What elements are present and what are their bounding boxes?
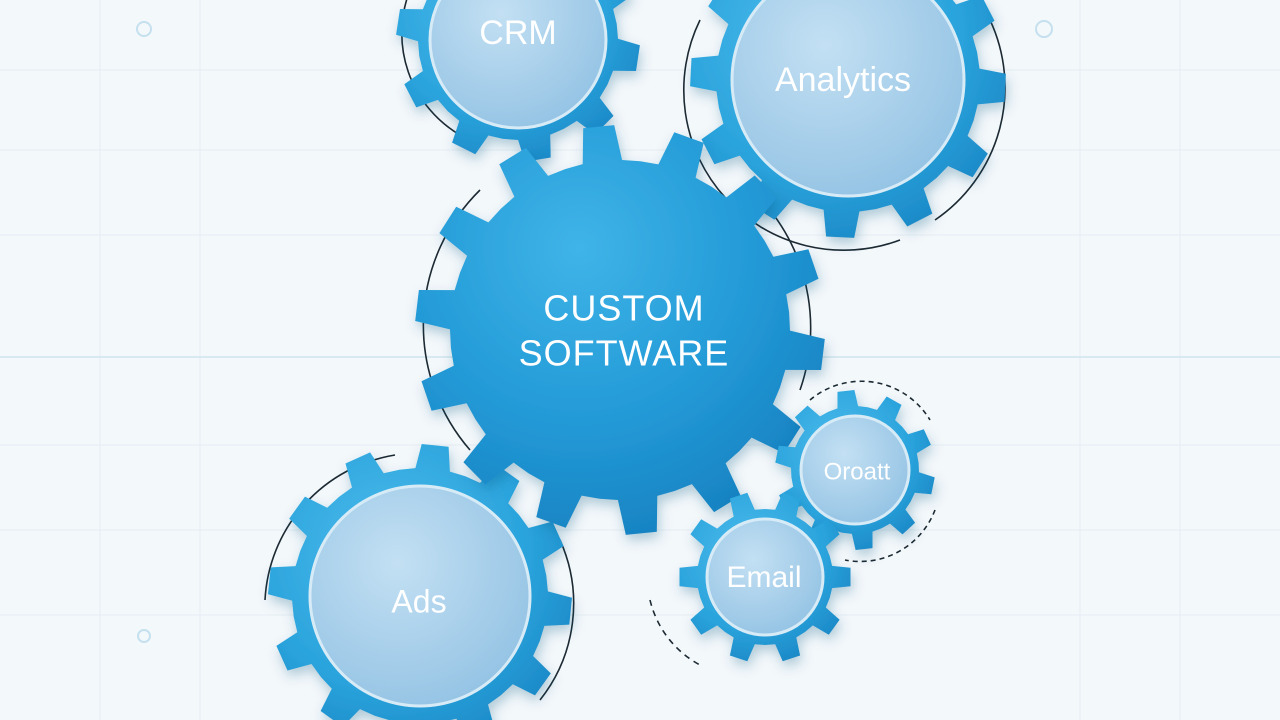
email-gear xyxy=(679,492,851,662)
center-label-line-2: SOFTWARE xyxy=(519,333,730,374)
analytics-label: Analytics xyxy=(775,61,911,99)
center-label-line-1: CUSTOM xyxy=(543,288,704,329)
crm-gear xyxy=(396,0,640,162)
gear-center-teeth xyxy=(415,125,825,535)
email-orbit-ring xyxy=(649,599,701,666)
gear-other-disk xyxy=(799,414,911,526)
other-orbit-ring xyxy=(809,380,936,563)
gear-crm-disk xyxy=(428,0,608,130)
other-gear xyxy=(775,390,935,550)
gear-analytics-disk xyxy=(730,0,966,198)
crm-label: CRM xyxy=(479,14,556,52)
analytics-gear xyxy=(690,0,1006,238)
ads-label: Ads xyxy=(391,583,446,619)
gear-email-disk xyxy=(705,517,825,637)
ads-gear xyxy=(268,444,572,720)
gear-ads-disk xyxy=(308,484,532,708)
custom-software-gear xyxy=(415,125,825,535)
other-gear-label: Oroatt xyxy=(824,458,891,485)
email-label: Email xyxy=(726,561,801,594)
